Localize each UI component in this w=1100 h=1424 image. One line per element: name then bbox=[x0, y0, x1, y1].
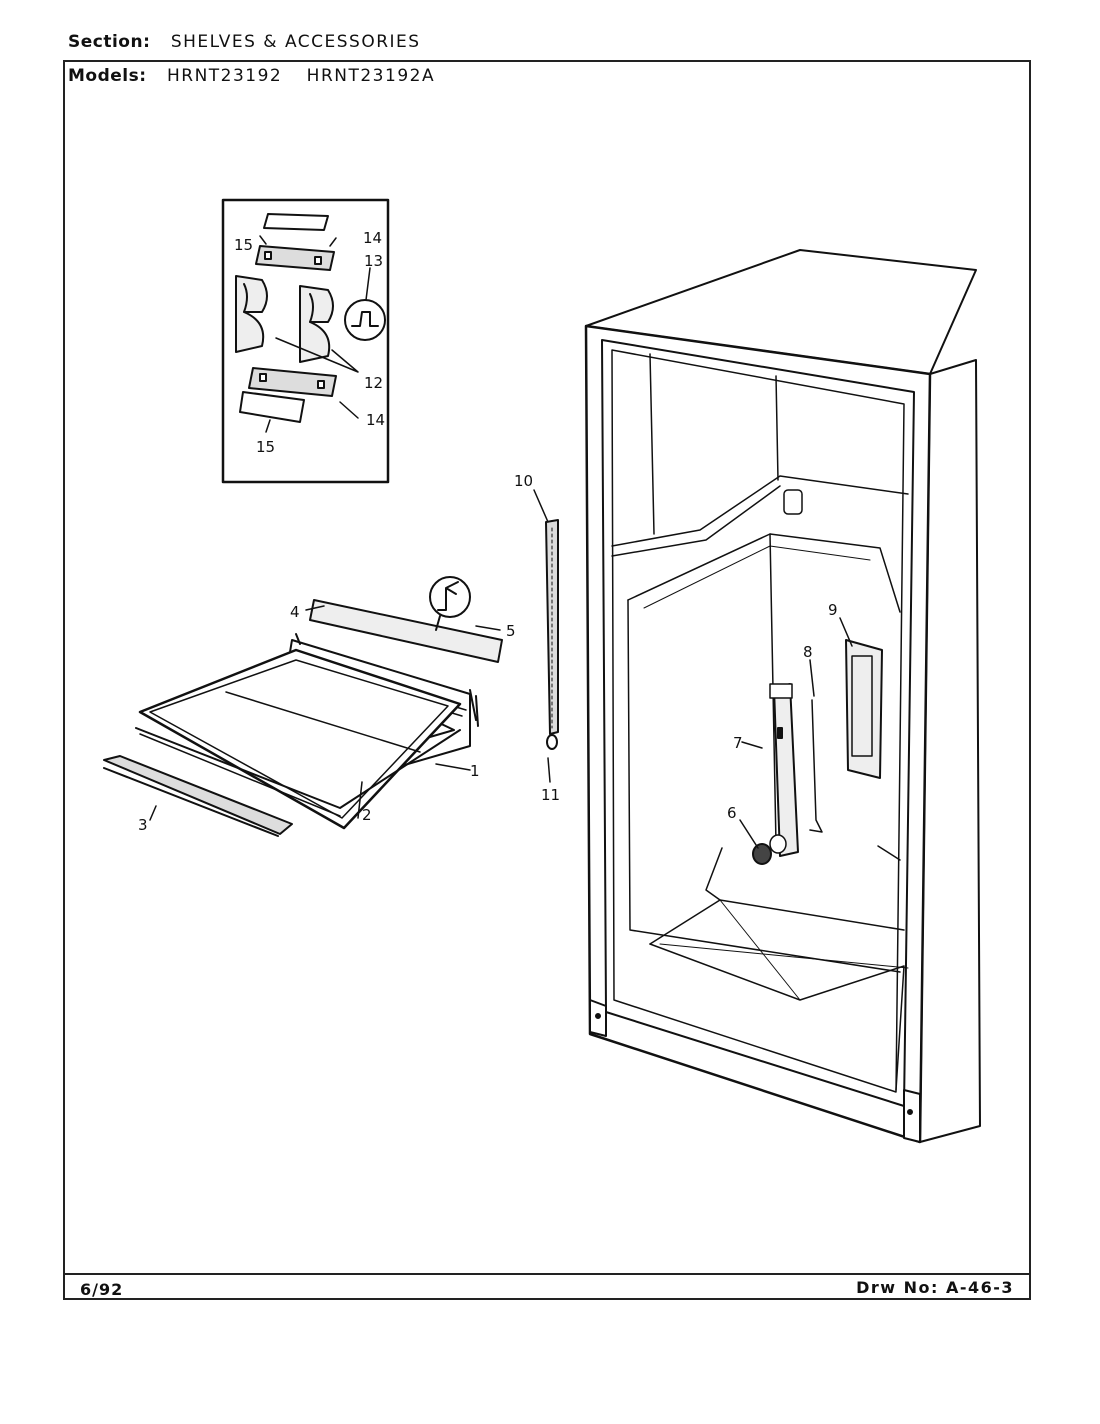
section-header: Section: SHELVES & ACCESSORIES bbox=[68, 32, 439, 52]
callouts: 15 14 13 12 14 15 10 4 5 9 8 7 1 11 6 2 … bbox=[138, 229, 838, 834]
models-label: Models: bbox=[68, 66, 147, 86]
callout-6: 6 bbox=[727, 804, 737, 822]
section-label: Section: bbox=[68, 32, 151, 52]
callout-14-bottom: 14 bbox=[366, 411, 385, 429]
footer-drawing-number: Drw No: A-46-3 bbox=[856, 1278, 1014, 1297]
callout-11: 11 bbox=[541, 786, 560, 804]
callout-8: 8 bbox=[803, 643, 813, 661]
callout-5: 5 bbox=[506, 622, 516, 640]
inset-panel bbox=[221, 198, 390, 484]
callout-10: 10 bbox=[514, 472, 533, 490]
shelf-assembly bbox=[103, 576, 503, 837]
callout-9: 9 bbox=[828, 601, 838, 619]
callout-1: 1 bbox=[470, 762, 480, 780]
callout-3: 3 bbox=[138, 816, 148, 834]
refrigerator-cabinet bbox=[584, 249, 981, 1144]
model-number-1: HRNT23192 bbox=[166, 66, 283, 86]
callout-12: 12 bbox=[364, 374, 383, 392]
callout-7: 7 bbox=[733, 734, 743, 752]
callout-14-top: 14 bbox=[363, 229, 382, 247]
models-header: Models: HRNT23192 HRNT23192A bbox=[68, 66, 453, 86]
model-number-2: HRNT23192A bbox=[306, 66, 436, 86]
footer-rule bbox=[63, 1273, 1031, 1275]
callout-15-bottom: 15 bbox=[256, 438, 275, 456]
drawing-frame bbox=[63, 60, 1031, 1300]
side-rail bbox=[533, 489, 559, 783]
callout-2: 2 bbox=[362, 806, 372, 824]
callout-13: 13 bbox=[364, 252, 383, 270]
footer-date: 6/92 bbox=[80, 1280, 124, 1299]
callout-15-top: 15 bbox=[234, 236, 253, 254]
section-value: SHELVES & ACCESSORIES bbox=[170, 32, 421, 52]
callout-4: 4 bbox=[290, 603, 300, 621]
